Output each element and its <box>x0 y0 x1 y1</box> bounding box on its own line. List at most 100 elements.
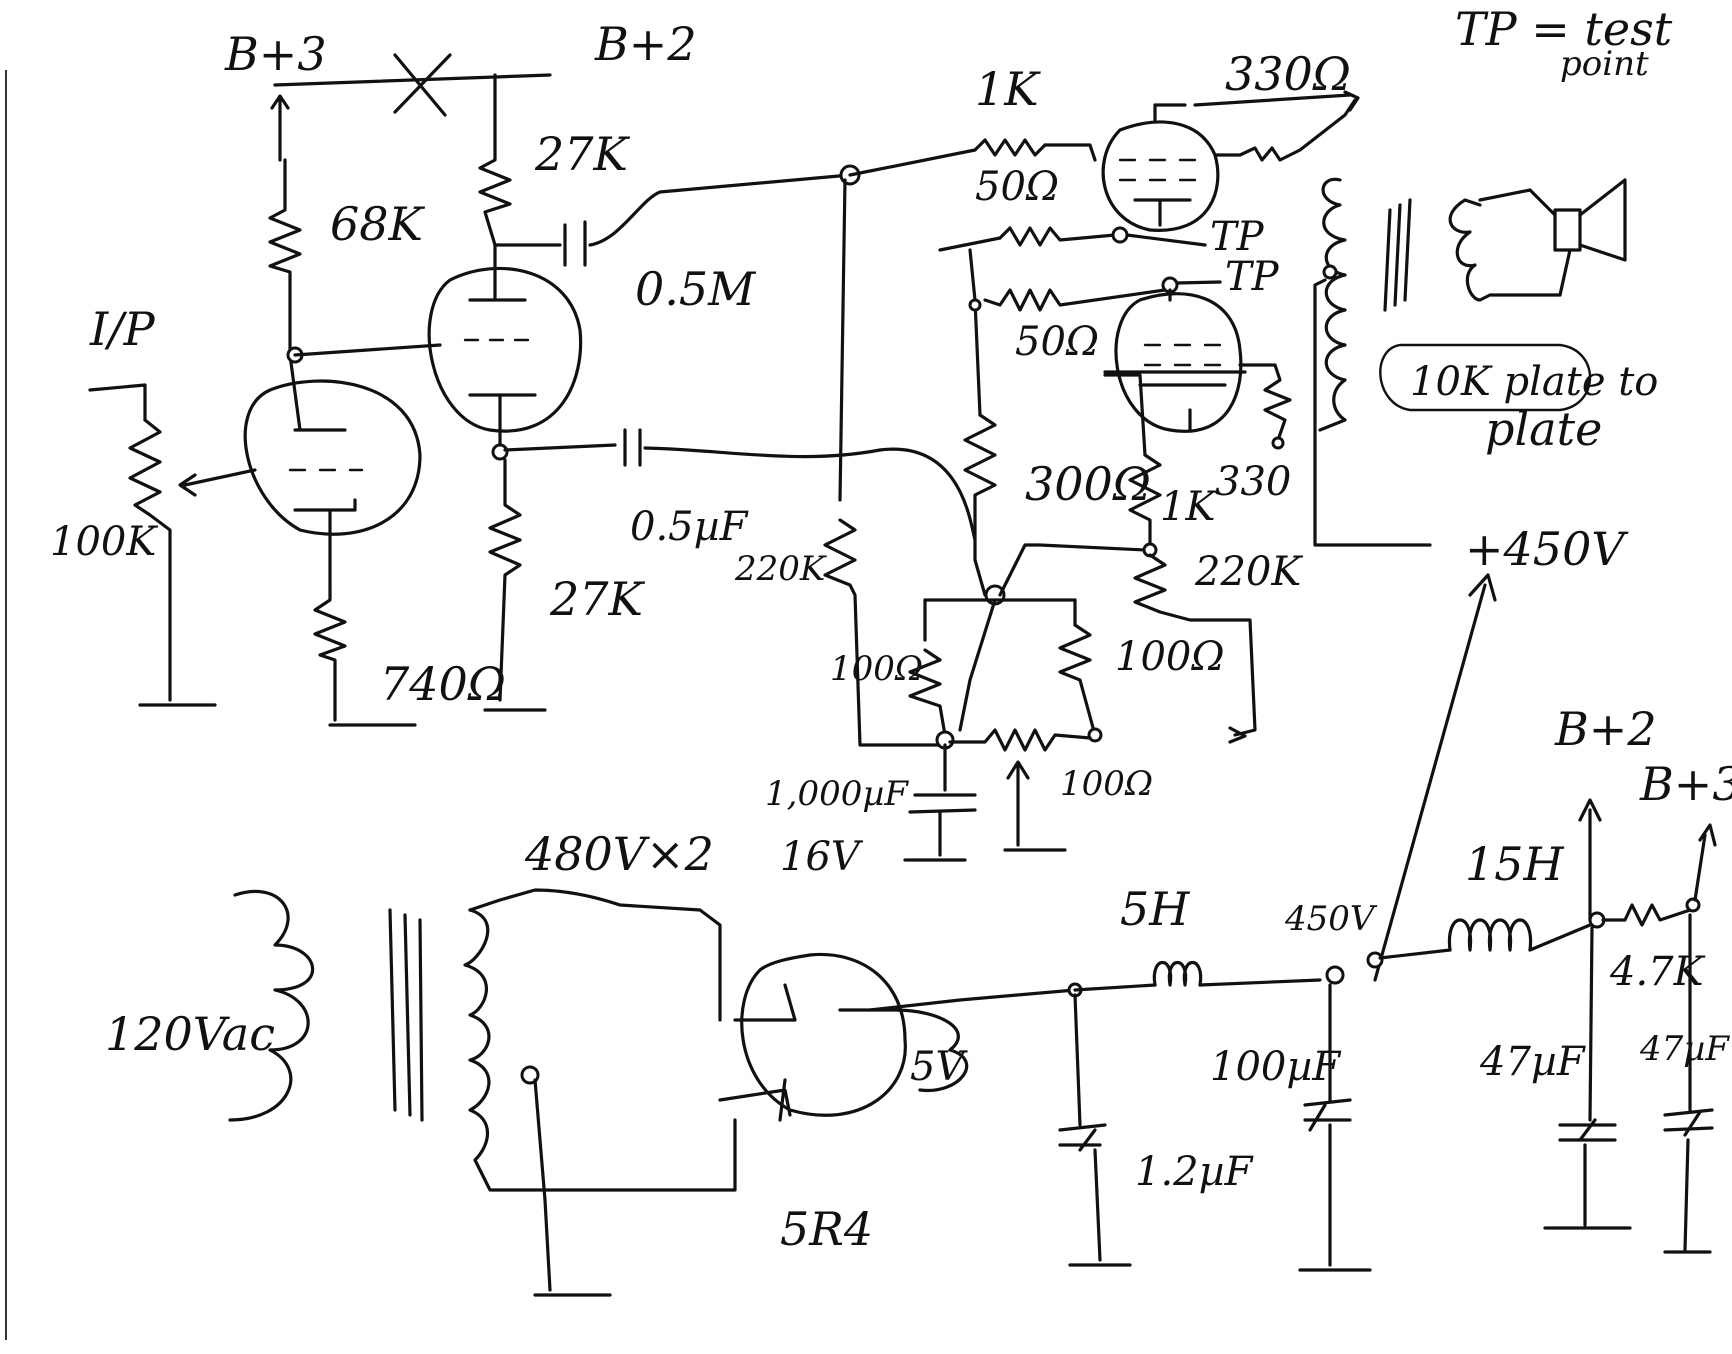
to-1k-top <box>848 148 977 177</box>
label-xfmr-sec: 480V×2 <box>524 827 714 881</box>
choke-5h <box>1152 960 1203 987</box>
tube-v2-cathode <box>468 393 537 452</box>
label-330-mid: 330 <box>1215 459 1291 505</box>
node-450v <box>1325 965 1345 985</box>
15h-lead-a <box>1378 948 1452 960</box>
cap-05m <box>563 220 587 267</box>
label-input: I/P <box>89 302 156 356</box>
label-68k: 68K <box>330 197 426 251</box>
label-tp-legend-1: TP = test <box>1455 2 1673 56</box>
label-hv-450: +450V <box>1465 522 1629 576</box>
resistor-1k-top <box>973 138 1047 157</box>
resistor-220k-right <box>1133 553 1257 737</box>
input-wire <box>88 383 147 422</box>
opt-secondary-coil <box>1448 198 1562 302</box>
cap-100uf-ground <box>1298 1123 1372 1272</box>
5h-lead-b <box>1198 978 1322 987</box>
label-5v: 5V <box>910 1044 968 1090</box>
tube-v4-grids <box>1143 343 1222 367</box>
resistor-740 <box>313 588 347 722</box>
label-47uf-b: 47µF <box>1639 1029 1730 1069</box>
label-b2-right: B+2 <box>1554 702 1657 756</box>
label-12uf: 1.2µF <box>1135 1149 1254 1195</box>
tube-v1-envelope <box>243 379 422 536</box>
speaker-magnet <box>1553 208 1582 252</box>
label-5h: 5H <box>1120 882 1190 936</box>
resistor-27k-cathode <box>488 458 522 702</box>
bias-wire-left <box>968 248 982 417</box>
v1-plate-to-v2-grid <box>293 343 442 357</box>
resistor-1k-mid <box>1128 453 1162 547</box>
label-tp-legend-2: point <box>1560 44 1649 84</box>
cap-05uf-lead-b <box>643 446 977 542</box>
label-100r-right: 100Ω <box>1115 634 1225 680</box>
label-1k-top: 1K <box>975 62 1041 116</box>
tube-v3-plate <box>1153 93 1352 122</box>
15h-lead-b <box>1528 923 1592 952</box>
power-xfmr-core <box>388 908 424 1122</box>
1k-mid-upper <box>1103 373 1147 457</box>
opt-primary-coil <box>1318 177 1347 432</box>
node-opt-ct <box>1322 264 1338 280</box>
label-b3-right: B+3 <box>1639 757 1732 811</box>
resistor-27k-plate <box>478 148 512 247</box>
tube-v4-envelope <box>1114 292 1243 433</box>
label-15h: 15H <box>1465 837 1565 891</box>
arrow-220k-end <box>1228 726 1247 744</box>
label-100uf: 100µF <box>1210 1044 1341 1090</box>
node-450v-b <box>1366 951 1384 969</box>
tp1-lead <box>1125 233 1207 247</box>
cap-12uf-lead <box>1073 993 1082 1127</box>
cap-12uf-ground <box>1068 1148 1132 1267</box>
rectifier-output <box>868 988 1077 1012</box>
resistor-50-b <box>983 288 1167 312</box>
cap-100uf <box>1303 1098 1352 1132</box>
cap-47uf-b-ground <box>1663 1138 1712 1254</box>
label-5r4: 5R4 <box>780 1202 873 1256</box>
label-50r-a: 50Ω <box>975 164 1059 210</box>
node-330-mid <box>1271 436 1285 450</box>
tube-v4-plate <box>1103 370 1247 387</box>
opt-note-oval <box>1379 343 1592 412</box>
b2-arrow <box>1578 798 1602 922</box>
tube-v1-cathode <box>293 498 357 592</box>
b3-b2-top-wire <box>273 73 552 87</box>
opt-ct-to-hv <box>1313 278 1432 547</box>
cap-47uf-b <box>1663 1108 1714 1137</box>
rectifier-plates <box>718 983 797 1122</box>
label-opt-note-1: 10K plate to <box>1410 359 1658 405</box>
tube-v1-plate <box>288 353 347 432</box>
rectifier-filament <box>838 1008 969 1093</box>
resistor-100-right <box>1058 623 1097 737</box>
choke-15h <box>1447 918 1533 952</box>
label-47uf-a: 47µF <box>1479 1039 1586 1085</box>
hv-secondary-top <box>468 888 722 1022</box>
node-v2-cathode <box>491 443 509 461</box>
node-bias-right <box>1087 727 1103 743</box>
cap-05m-lead-b <box>588 173 852 247</box>
label-450v-node: 450V <box>1284 899 1378 939</box>
label-05uf: 0.5µF <box>630 504 749 550</box>
tp2-lead <box>1175 280 1222 285</box>
label-100r-left: 100Ω <box>830 649 923 689</box>
label-b3-top: B+3 <box>224 27 327 81</box>
label-740: 740Ω <box>380 657 506 711</box>
cap-1000uf-ground <box>903 810 967 862</box>
resistor-68k <box>268 158 302 352</box>
speaker-leads <box>1478 188 1572 297</box>
label-1000uf-v: 16V <box>780 834 864 880</box>
label-50r-b: 50Ω <box>1015 319 1099 365</box>
hv-450-arrow <box>1373 573 1497 982</box>
label-b2-top: B+2 <box>594 17 697 71</box>
resistor-330-top <box>1213 98 1357 162</box>
node-b3 <box>1685 897 1701 913</box>
label-tp2: TP <box>1225 254 1280 300</box>
resistor-50-a <box>998 226 1117 247</box>
tube-v2-plate <box>468 243 527 302</box>
cap-47uf-a-lead <box>1588 926 1594 1122</box>
label-05m: 0.5M <box>635 262 757 316</box>
signal-down-220k <box>838 178 847 502</box>
b3-arrow-right <box>1693 823 1717 902</box>
node-tp1 <box>1111 226 1129 244</box>
cap-47uf-a-ground <box>1543 1143 1632 1230</box>
